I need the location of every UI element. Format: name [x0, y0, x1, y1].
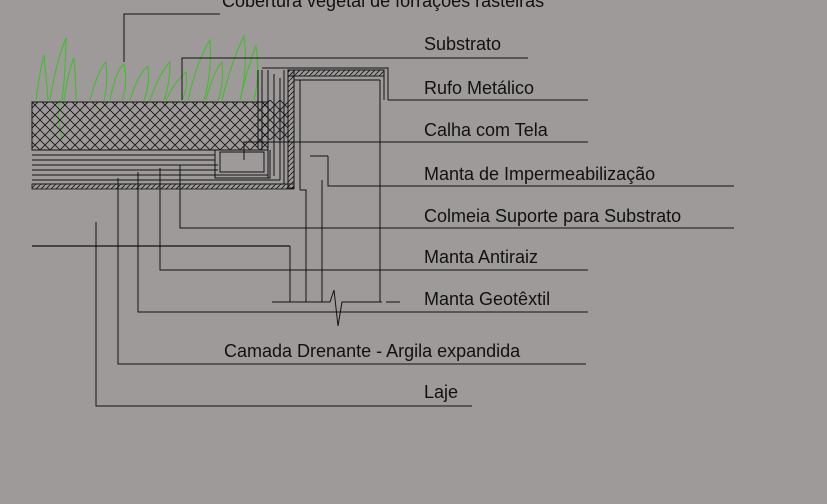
label-manta-geotextil: Manta Geotêxtil	[424, 289, 551, 309]
label-camada-drenante: Camada Drenante - Argila expandida	[224, 341, 521, 361]
label-laje: Laje	[424, 382, 459, 402]
label-substrato: Substrato	[424, 34, 502, 54]
label-manta-impermeabilizacao: Manta de Impermeabilização	[424, 164, 656, 184]
label-rufo-metalico: Rufo Metálico	[424, 78, 535, 98]
parapet	[262, 67, 389, 302]
label-manta-antiraiz: Manta Antiraiz	[424, 247, 539, 267]
substrate-layer	[31, 101, 269, 151]
leader-lines	[95, 13, 734, 407]
gutter	[214, 70, 271, 179]
label-calha-com-tela: Calha com Tela	[424, 120, 548, 140]
membrane-layers	[32, 154, 290, 185]
label-colmeia-suporte: Colmeia Suporte para Substrato	[424, 206, 682, 226]
break-line	[272, 289, 382, 327]
label-cobertura-vegetal: Cobertura vegetal de forrações rasteiras	[222, 0, 545, 11]
